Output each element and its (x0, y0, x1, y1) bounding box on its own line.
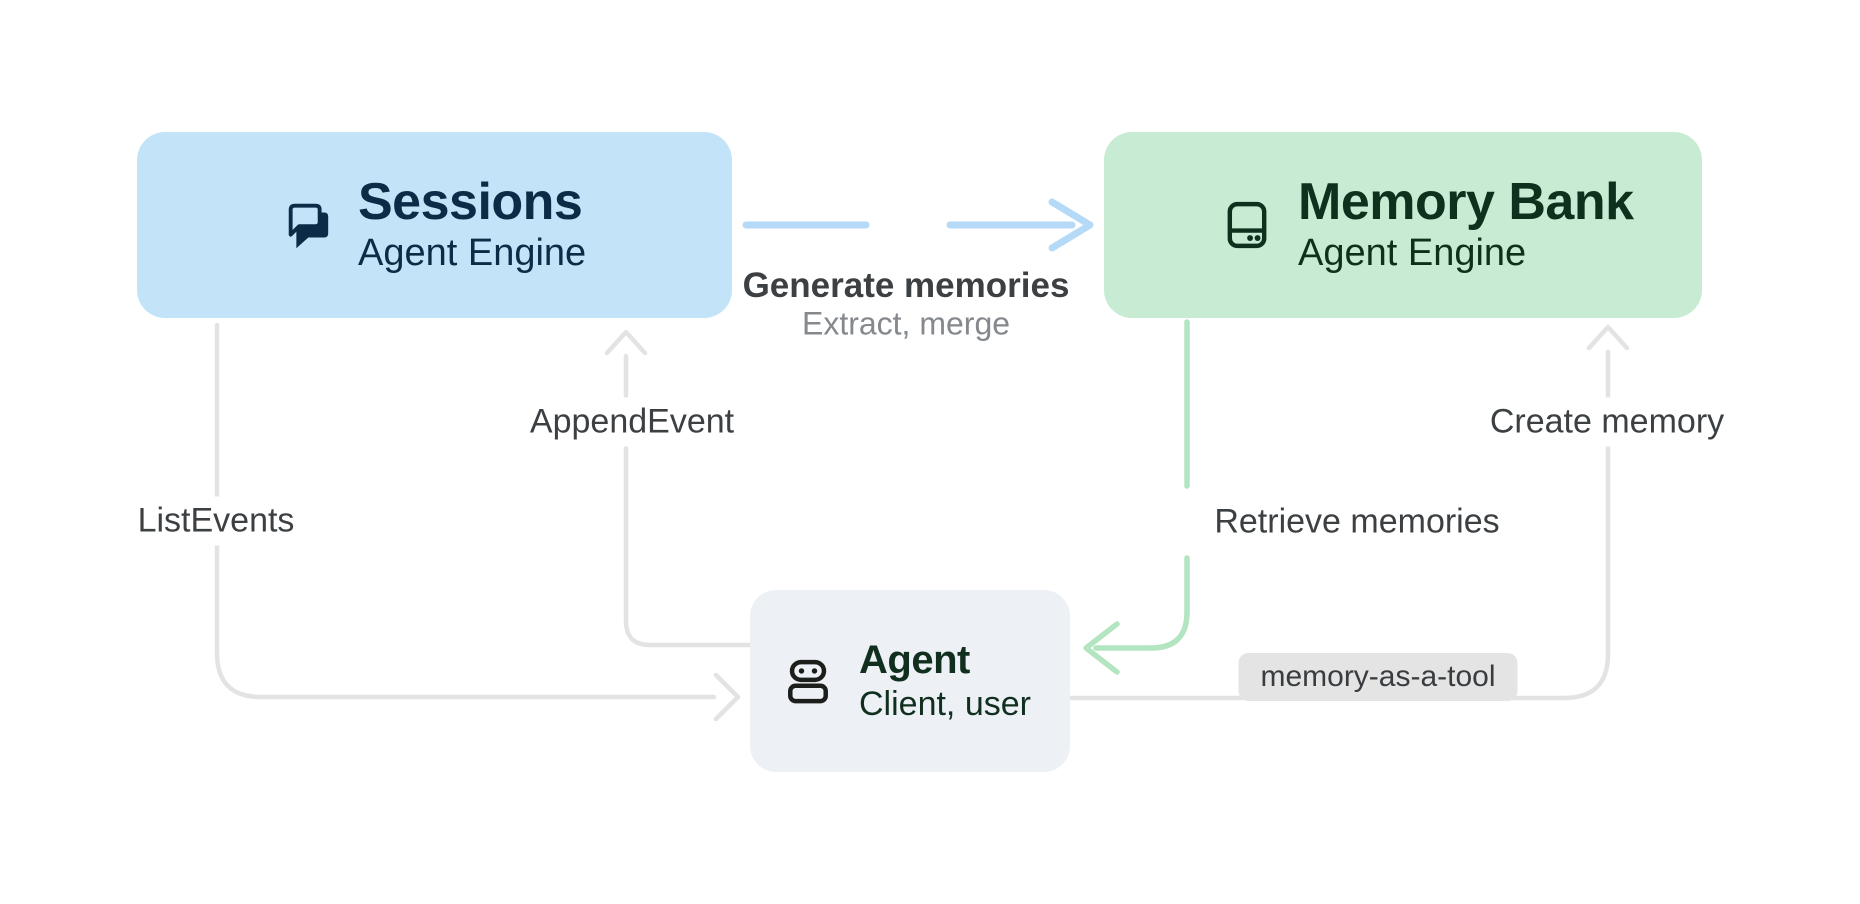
generate-memories-label: Generate memories (742, 266, 1070, 305)
robot-icon (788, 659, 828, 704)
forum-chat-icon (288, 203, 329, 249)
sessions-node: Sessions Agent Engine (137, 132, 732, 318)
agent-node: Agent Client, user (750, 590, 1070, 772)
memory-as-a-tool-badge: memory-as-a-tool (1238, 653, 1518, 701)
create-memory-arrow (1067, 324, 1630, 701)
memory-bank-subtitle: Agent Engine (1298, 232, 1527, 274)
append-event-arrow (604, 329, 753, 648)
list-events-arrow (214, 322, 741, 722)
sessions-subtitle: Agent Engine (358, 232, 587, 274)
sparkle-icon (879, 194, 937, 256)
retrieve-memories-label: Retrieve memories (1214, 502, 1500, 541)
extract-merge-sublabel: Extract, merge (801, 305, 1011, 342)
hard-drive-icon (1227, 201, 1267, 249)
memory-bank-title: Memory Bank (1298, 173, 1634, 231)
generate-memories-arrow (742, 194, 1094, 256)
sparkle-icon (1159, 494, 1215, 550)
append-event-label: AppendEvent (517, 397, 747, 447)
memory-bank-node: Memory Bank Agent Engine (1104, 132, 1702, 318)
create-memory-label: Create memory (1477, 397, 1737, 447)
list-events-label: ListEvents (125, 496, 307, 546)
agent-subtitle: Client, user (859, 684, 1031, 723)
sessions-title: Sessions (358, 173, 583, 231)
retrieve-memories-arrow (1083, 319, 1215, 675)
agent-title: Agent (859, 637, 970, 682)
